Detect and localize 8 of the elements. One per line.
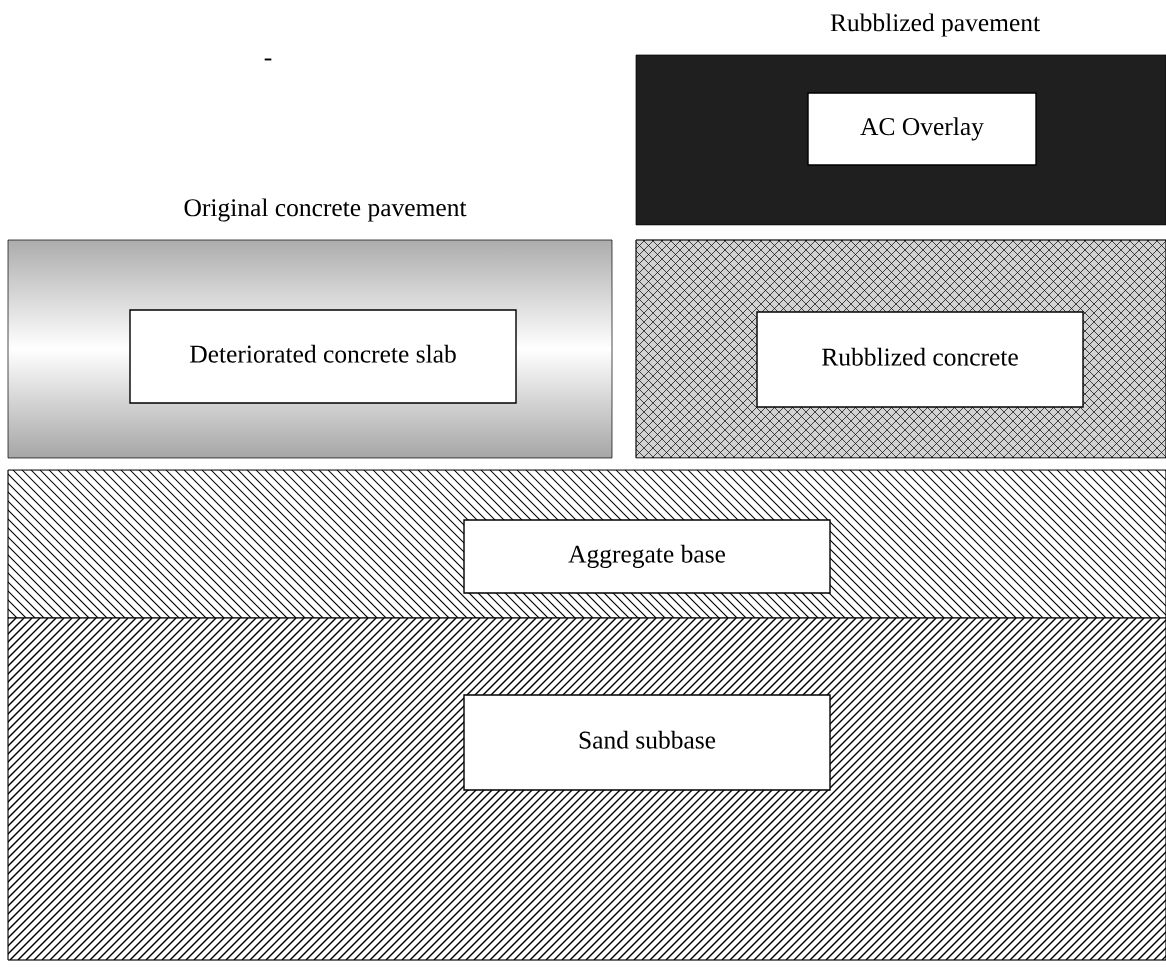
layer-label: Rubblized concrete	[756, 311, 1084, 408]
layer-label: Aggregate base	[463, 519, 831, 594]
heading: Rubblized pavement	[830, 13, 1040, 37]
layer-label: Deteriorated concrete slab	[129, 309, 517, 404]
layer-label: Sand subbase	[463, 694, 831, 791]
layer-label: AC Overlay	[807, 92, 1037, 166]
heading: Original concrete pavement	[184, 198, 467, 222]
dash-mark: -	[264, 58, 272, 61]
